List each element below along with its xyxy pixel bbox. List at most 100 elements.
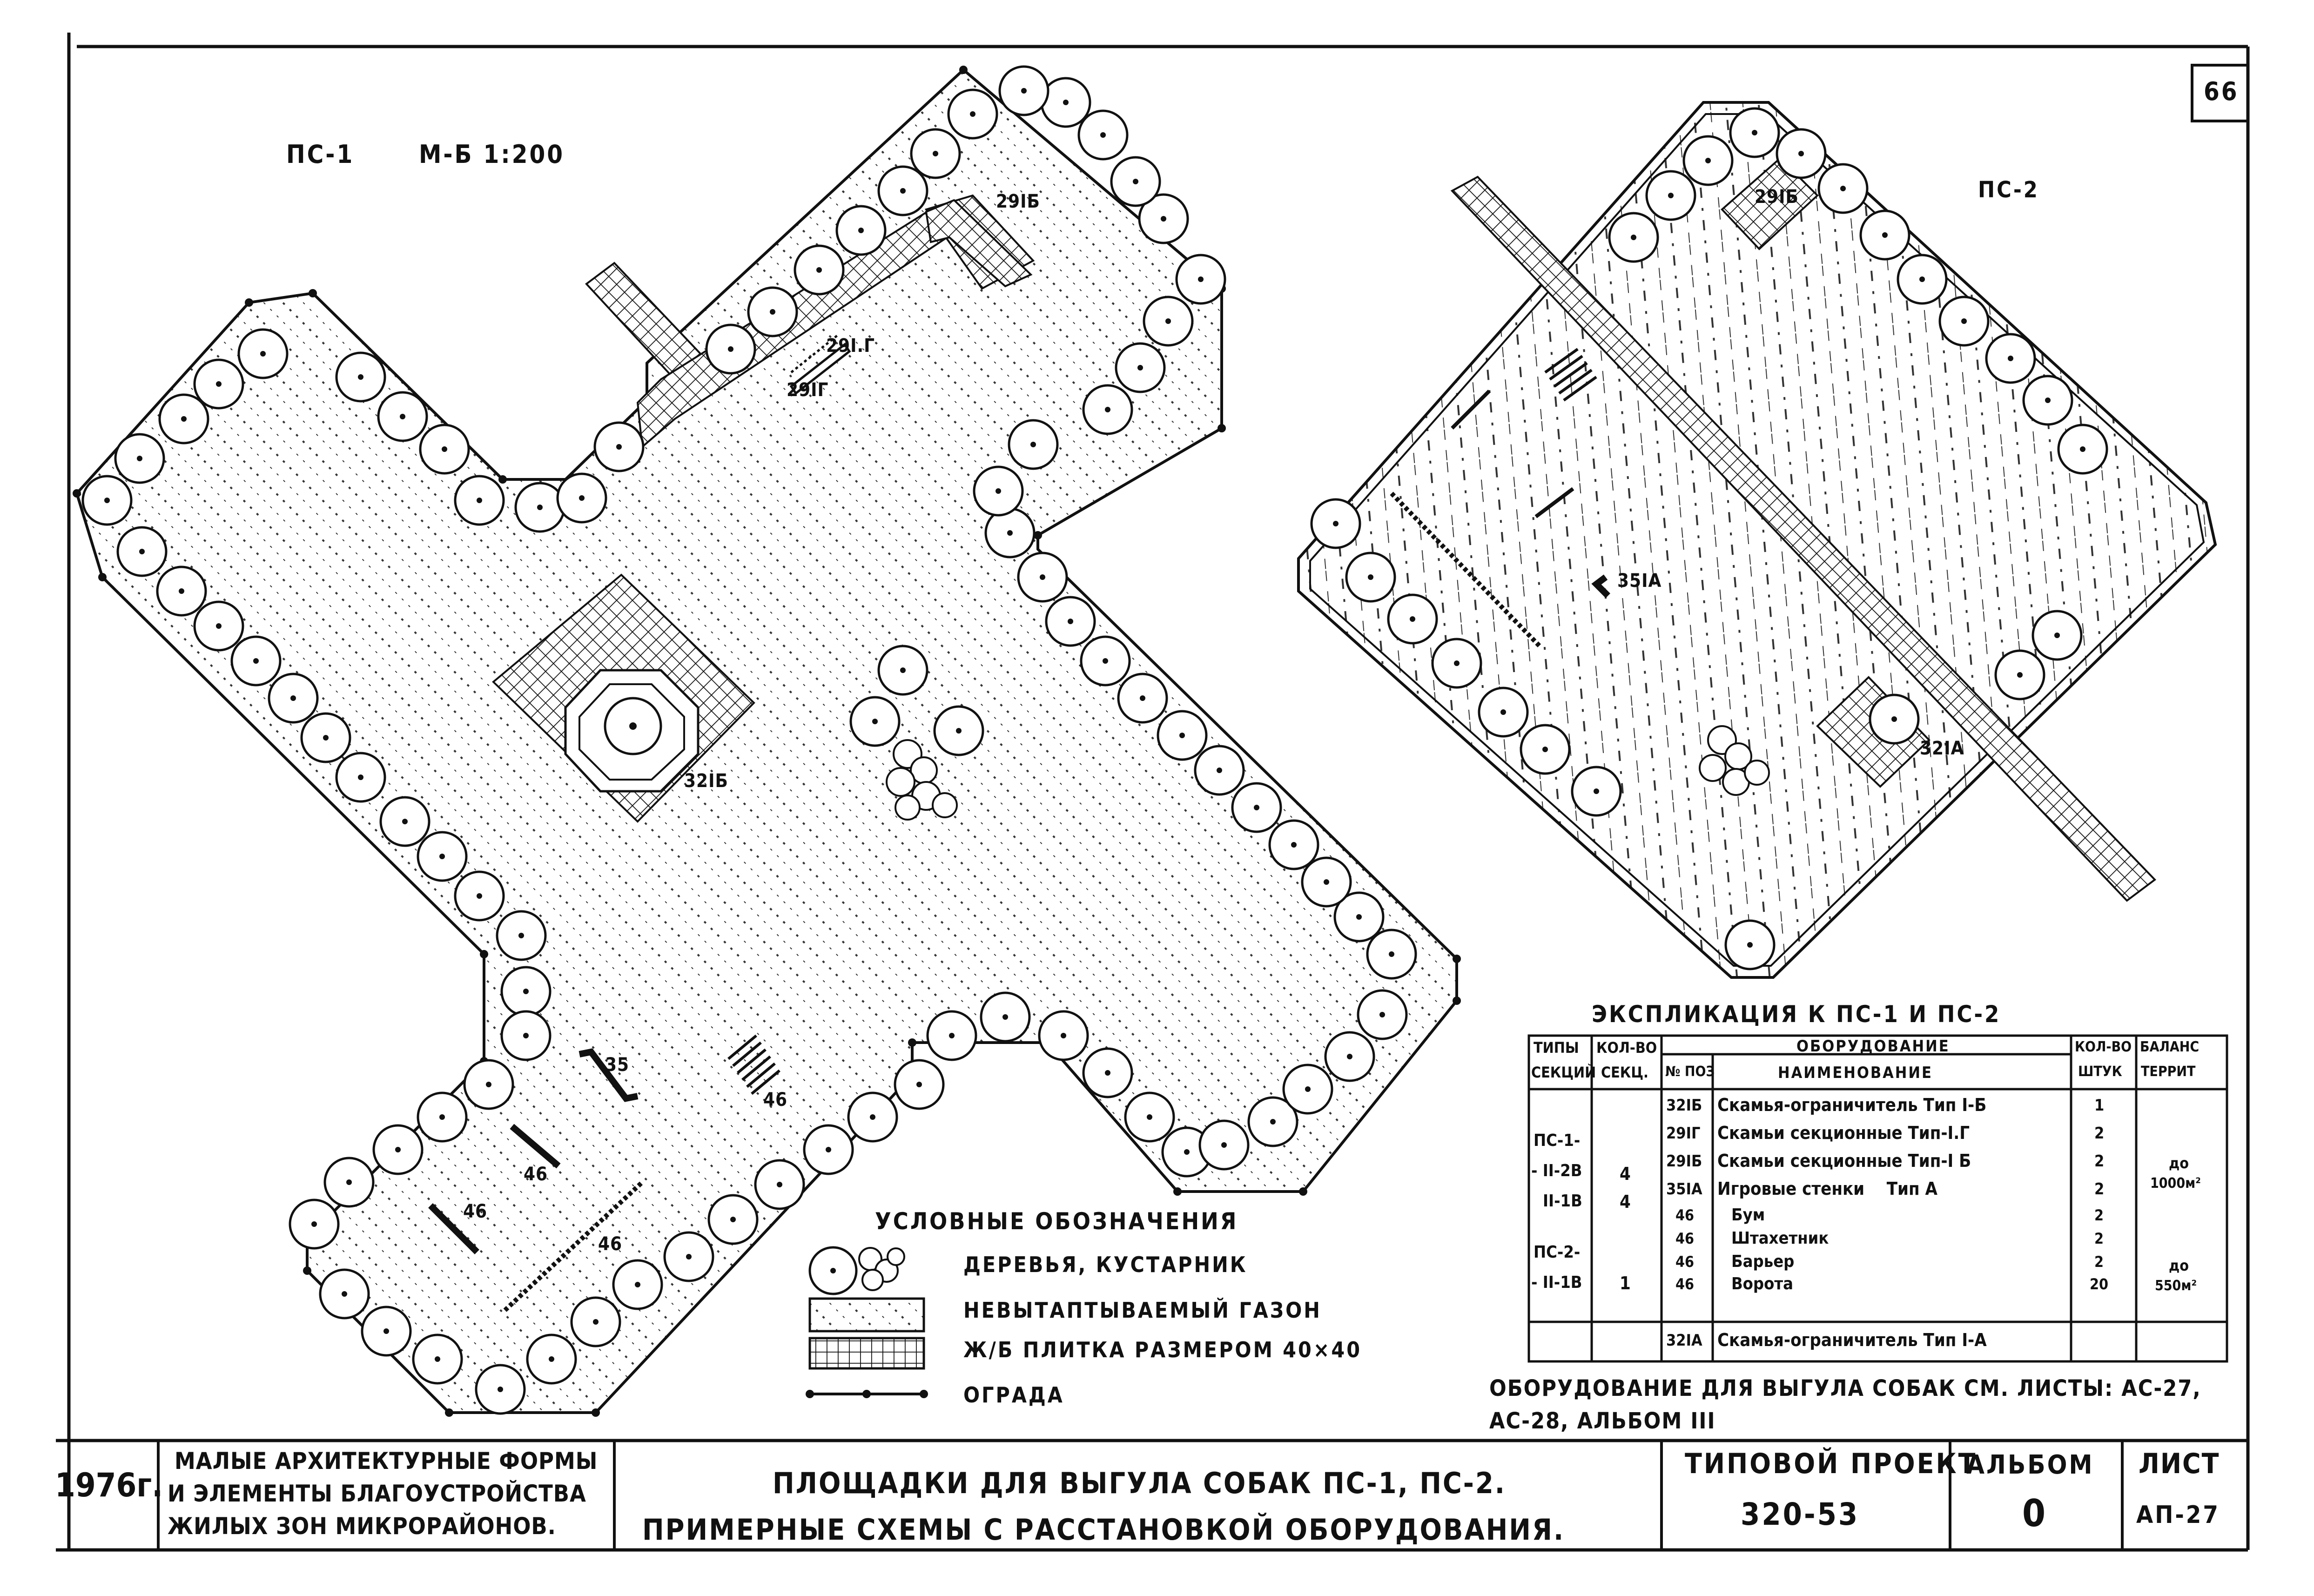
- hdr-types: ТИПЫ: [1534, 1039, 1579, 1057]
- section-type-3: ІІ-1В: [1543, 1192, 1582, 1211]
- hdr-count: КОЛ-ВО: [1596, 1039, 1657, 1057]
- balance-3: до: [2169, 1257, 2189, 1274]
- ps1-shrubs: [886, 739, 958, 821]
- sheet-number: 66: [2204, 77, 2239, 106]
- legend-label-trees: деревья, кустарник: [963, 1252, 1248, 1277]
- tb-title-1: Площадки для выгула собак ПС-1, ПС-2.: [773, 1466, 1506, 1500]
- ps2-gate-mark: [1544, 348, 1597, 402]
- hdr-types2: СЕКЦИЙ: [1531, 1064, 1596, 1081]
- tb-album-desc-3: жилых зон микрорайонов.: [168, 1513, 556, 1540]
- ps1-label-35: 35: [605, 1054, 630, 1076]
- legend-icons: [806, 1246, 928, 1398]
- legend-label-lawn: невытаптываемый газон: [963, 1298, 1322, 1323]
- section-type-4: ПС-2-: [1534, 1243, 1581, 1262]
- ps1-area: [75, 67, 1458, 1414]
- tb-title-2: Примерные схемы с расстановкой оборудова…: [642, 1513, 1565, 1547]
- row-2-name: Скамьи секционные Тип-І.Г: [1717, 1123, 1970, 1143]
- tb-year: 1976г.: [55, 1466, 163, 1504]
- row-6-pos: 46: [1675, 1230, 1695, 1247]
- row-9-name: Скамья-ограничитель Тип І-А: [1717, 1330, 1987, 1350]
- section-type-5: - ІІ-1В: [1531, 1273, 1582, 1292]
- section-count-3: 1: [1620, 1273, 1631, 1293]
- explication-table-grid: [1527, 1034, 2228, 1363]
- note-line-2: АС-28, альбом ІІІ: [1489, 1408, 1716, 1434]
- ps2-play-wall-mark: [1591, 574, 1610, 598]
- tree-shrub-icon: [808, 1246, 905, 1295]
- row-9-pos: 32ІА: [1666, 1331, 1702, 1350]
- row-8-qty: 20: [2090, 1275, 2109, 1293]
- ps1-equipment: [428, 334, 851, 1312]
- tile-grid-icon: [808, 1337, 925, 1370]
- hdr-balance2: ТЕРРИТ: [2141, 1064, 2196, 1080]
- ps1-label-29ig-b: 29І.Г: [826, 335, 875, 357]
- section-count-1: 4: [1620, 1164, 1631, 1184]
- row-5-qty: 2: [2094, 1206, 2104, 1224]
- ps1-label-46-gate: 46: [763, 1089, 788, 1111]
- gate-mark: [727, 1034, 780, 1095]
- hdr-qty2: ШТУК: [2078, 1064, 2122, 1080]
- row-5-name: Бум: [1731, 1205, 1765, 1225]
- row-7-qty: 2: [2094, 1253, 2104, 1271]
- boom-mark: [510, 1124, 561, 1169]
- ps2-label-32ia: 32ІА: [1920, 738, 1964, 759]
- section-type-2: - ІІ-2В: [1531, 1161, 1582, 1180]
- tb-sheet-label: Лист: [2139, 1448, 2220, 1480]
- fence-line-icon: [806, 1390, 928, 1398]
- ps2-path-paving: [1450, 175, 2157, 902]
- ps2-barrier-mark: [1534, 487, 1574, 519]
- ps1-bench-pad: [925, 199, 1033, 288]
- ps2-title: ПС-2: [1978, 177, 2039, 203]
- row-1-pos: 32ІБ: [1666, 1096, 1702, 1115]
- hdr-equipment: ОБОРУДОВАНИЕ: [1796, 1037, 1950, 1056]
- row-4-pos: 35ІА: [1666, 1180, 1702, 1199]
- title-block-grid: [157, 1441, 2124, 1550]
- hdr-qty: КОЛ-ВО: [2075, 1039, 2132, 1055]
- plan-ps2: [1297, 101, 2217, 979]
- ps2-tree-centers: [1333, 130, 2085, 948]
- lawn-hatch-icon: [808, 1297, 925, 1333]
- tb-album-label: Альбом: [1966, 1450, 2094, 1480]
- tb-album-desc-2: и элементы благоустройства: [168, 1480, 586, 1507]
- ps2-bench-pad-top: [1721, 157, 1819, 250]
- hdr-balance: БАЛАНС: [2140, 1039, 2200, 1055]
- tb-project-label: Типовой проект: [1685, 1448, 1978, 1480]
- row-4-qty: 2: [2094, 1180, 2105, 1199]
- play-wall-mark: [578, 1048, 639, 1102]
- row-5-pos: 46: [1675, 1206, 1695, 1224]
- ps1-label-29ig: 29ІГ: [787, 379, 829, 401]
- hdr-pos: № ПОЗ: [1665, 1064, 1715, 1080]
- row-4-name: Игровые стенки Тип А: [1717, 1178, 1937, 1199]
- ps1-entry-paving: [585, 262, 702, 378]
- row-8-name: Ворота: [1731, 1274, 1793, 1293]
- row-3-name: Скамьи секционные Тип-І Б: [1717, 1151, 1971, 1171]
- ps1-label-32ib: 32ІБ: [684, 770, 728, 792]
- row-3-pos: 29ІБ: [1666, 1152, 1702, 1171]
- ps1-scale: М-Б 1:200: [419, 140, 565, 169]
- row-8-pos: 46: [1675, 1275, 1695, 1293]
- row-6-qty: 2: [2094, 1230, 2104, 1247]
- balance-2: 1000м²: [2150, 1175, 2201, 1192]
- balance-4: 550м²: [2155, 1278, 2197, 1294]
- row-6-name: Штахетник: [1731, 1229, 1829, 1248]
- section-type-1: ПС-1-: [1534, 1131, 1581, 1150]
- explication-title: ЭКСПЛИКАЦИЯ К ПС-1 И ПС-2: [1592, 1001, 2001, 1028]
- note-line-1: Оборудование для выгула собак см. листы:…: [1489, 1375, 2201, 1401]
- section-count-2: 4: [1620, 1192, 1631, 1212]
- ps2-fence-mark: [1390, 492, 1542, 649]
- ps1-label-46-fence: 46: [598, 1233, 623, 1255]
- hdr-count2: СЕКЦ.: [1601, 1064, 1648, 1081]
- ps1-label-29ib: 29ІБ: [996, 191, 1040, 212]
- barrier-mark: [428, 1203, 479, 1254]
- row-1-qty: 1: [2094, 1096, 2105, 1115]
- ps1-title: ПС-1: [286, 140, 355, 169]
- balance-1: до: [2169, 1154, 2189, 1172]
- ps2-boom-mark: [1451, 390, 1491, 430]
- ps1-label-46-barrier: 46: [463, 1201, 488, 1222]
- tb-album-number: 0: [2022, 1492, 2048, 1535]
- row-7-name: Барьер: [1731, 1252, 1795, 1271]
- bench-29ig-mark: [789, 343, 851, 395]
- tb-sheet-code: АП-27: [2136, 1501, 2220, 1529]
- row-2-qty: 2: [2094, 1124, 2105, 1143]
